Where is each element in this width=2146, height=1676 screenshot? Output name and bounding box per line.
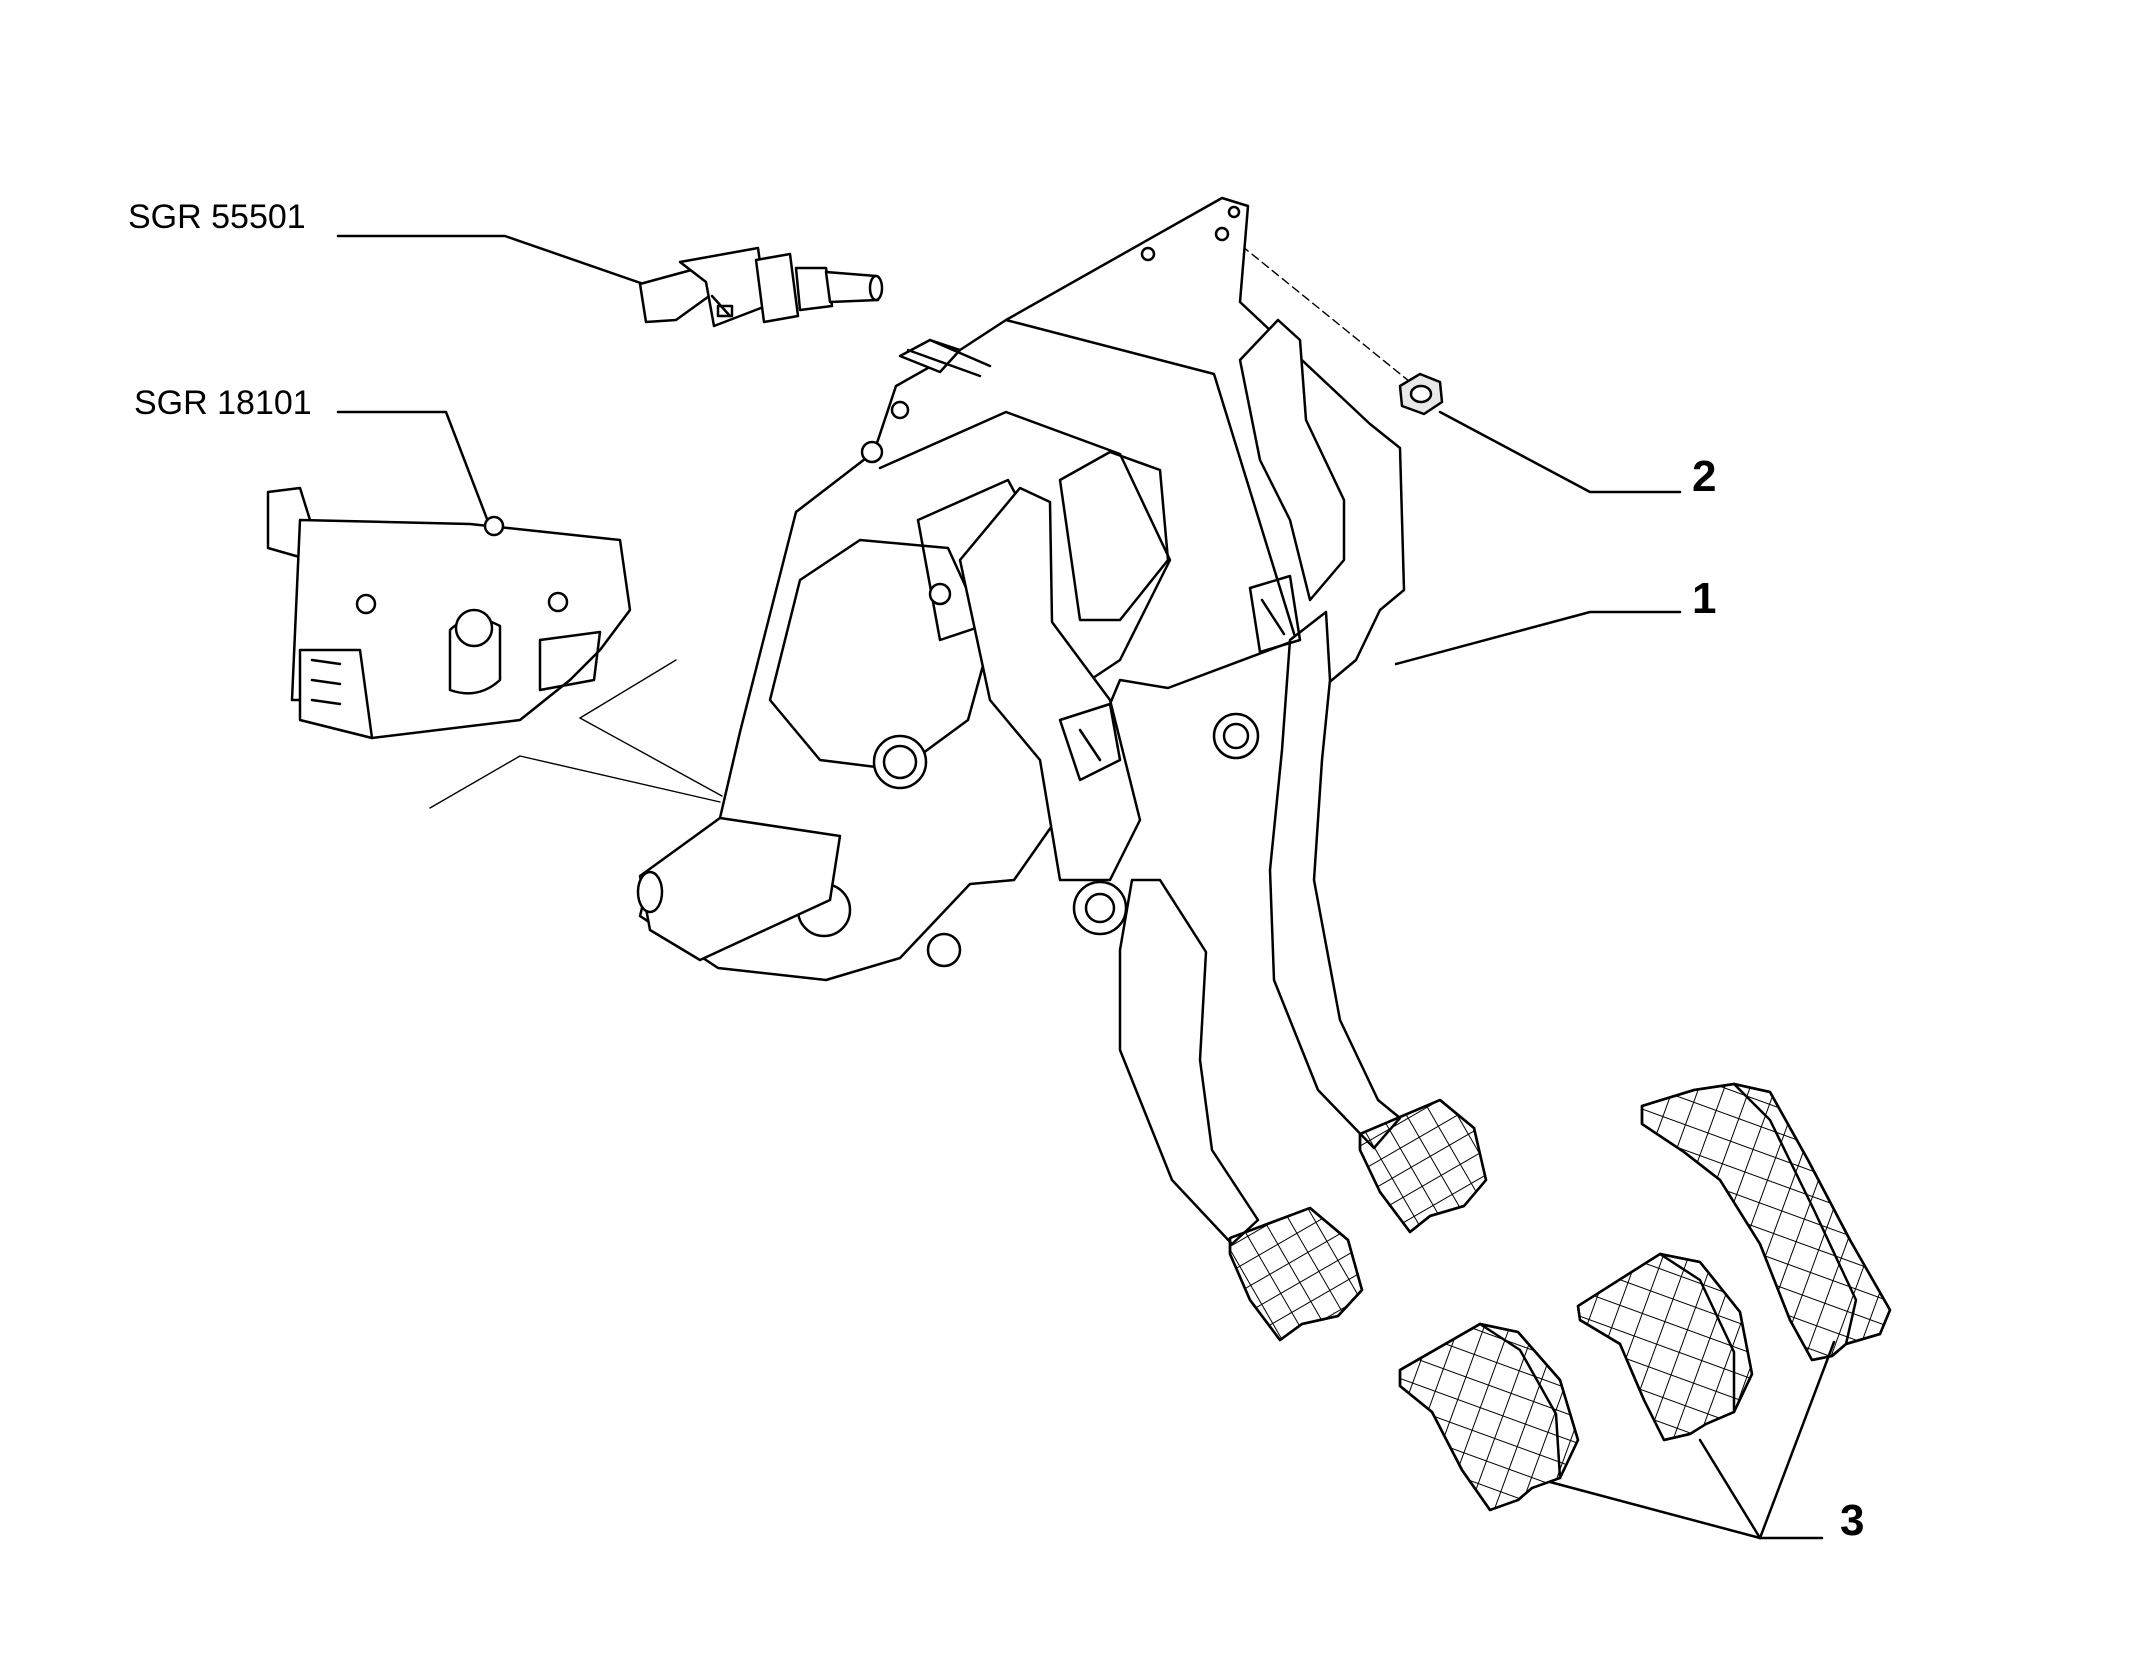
switch-drawing [638, 246, 884, 328]
pedal-pads-drawing [1398, 1082, 1892, 1512]
sensor-drawing [266, 486, 632, 740]
nut-ref-number: 2 [1692, 452, 1717, 501]
switch-part-code-label: SGR 55501 [128, 198, 306, 236]
sensor-part-code-label: SGR 18101 [134, 384, 312, 422]
pedal-assembly-ref-number: 1 [1692, 574, 1717, 623]
pedal-assembly-drawing [636, 196, 1488, 1342]
nut-drawing [1398, 372, 1444, 416]
pedal-pads-ref-number: 3 [1840, 1496, 1865, 1545]
